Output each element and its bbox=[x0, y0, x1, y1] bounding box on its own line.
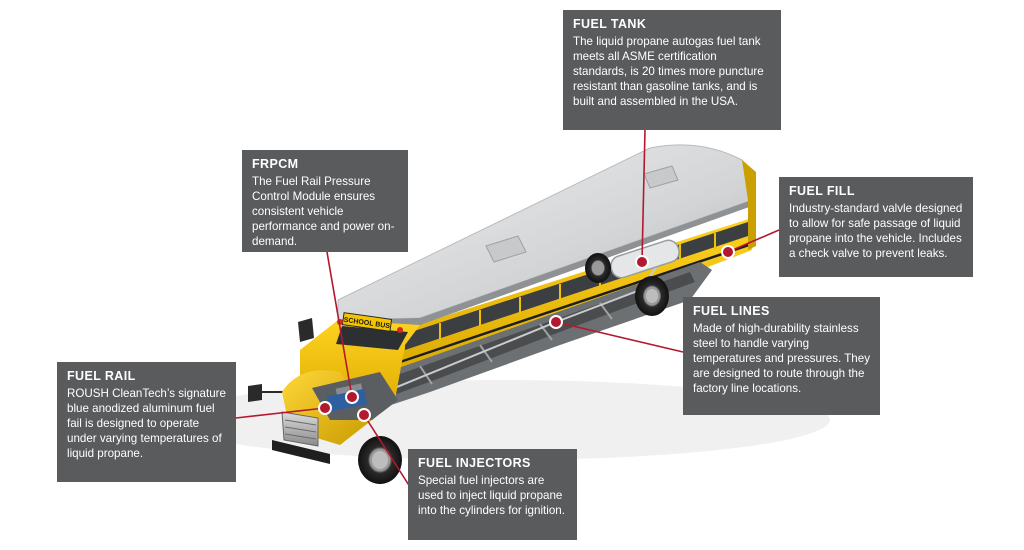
callout-fuel-tank: FUEL TANK The liquid propane autogas fue… bbox=[563, 10, 781, 130]
callout-fuel-fill: FUEL FILL Industry-standard valvle desig… bbox=[779, 177, 973, 277]
callout-title: FUEL TANK bbox=[573, 17, 647, 31]
callout-title: FUEL LINES bbox=[693, 304, 770, 318]
callout-body: Made of high-durability stainless steel … bbox=[693, 322, 871, 395]
roof-hatch-rear bbox=[643, 165, 679, 189]
leader-lines bbox=[235, 129, 780, 491]
leader-line-fuel-lines bbox=[555, 321, 684, 353]
callout-fuel-lines: FUEL LINES Made of high-durability stain… bbox=[683, 297, 880, 415]
marker-dots bbox=[318, 245, 735, 422]
front-bumper bbox=[272, 440, 330, 464]
marker-fuel-rail bbox=[318, 401, 332, 415]
grille-slats bbox=[284, 419, 317, 440]
callout-body: ROUSH CleanTech’s signature blue anodize… bbox=[67, 387, 226, 460]
callout-body: The liquid propane autogas fuel tank mee… bbox=[573, 35, 764, 108]
callout-title: FUEL FILL bbox=[789, 184, 855, 198]
chassis-frame-inner bbox=[360, 272, 695, 402]
crossing-mirror bbox=[248, 384, 262, 402]
fuel-line-tube bbox=[369, 261, 661, 399]
windshield bbox=[336, 326, 408, 350]
bus-rear-end bbox=[742, 160, 756, 250]
callout-body: Special fuel injectors are used to injec… bbox=[418, 474, 565, 517]
side-mirror bbox=[298, 318, 314, 342]
window-pillars bbox=[439, 233, 716, 339]
marker-fuel-fill bbox=[721, 245, 735, 259]
leader-line-fuel-injectors bbox=[363, 414, 413, 491]
rear-wheel bbox=[635, 276, 669, 316]
callout-body: The Fuel Rail Pressure Control Module en… bbox=[252, 175, 395, 248]
callout-title: FUEL RAIL bbox=[67, 369, 136, 383]
marker-fuel-injectors bbox=[357, 408, 371, 422]
callout-fuel-rail: FUEL RAIL ROUSH CleanTech’s signature bl… bbox=[57, 362, 236, 482]
callout-title: FRPCM bbox=[252, 157, 299, 171]
leader-line-fuel-tank bbox=[641, 129, 646, 263]
marker-frpcm bbox=[345, 390, 359, 404]
callout-fuel-injectors: FUEL INJECTORS Special fuel injectors ar… bbox=[408, 449, 577, 540]
roof-hatch-front bbox=[485, 235, 527, 263]
callout-title: FUEL INJECTORS bbox=[418, 456, 531, 470]
warning-light-right bbox=[397, 327, 403, 333]
leader-line-frpcm bbox=[326, 251, 353, 398]
callout-body: Industry-standard valvle designed to all… bbox=[789, 202, 963, 260]
callout-frpcm: FRPCM The Fuel Rail Pressure Control Mod… bbox=[242, 150, 408, 252]
school-bus-sign-plate bbox=[341, 312, 393, 332]
marker-fuel-tank bbox=[635, 255, 649, 269]
leader-line-fuel-fill bbox=[727, 229, 780, 253]
rear-wheel-front bbox=[585, 253, 611, 283]
school-bus-illustration: SCHOOL BUS bbox=[170, 144, 830, 484]
leader-line-fuel-rail bbox=[235, 407, 326, 419]
marker-fuel-lines bbox=[549, 315, 563, 329]
front-wheel bbox=[358, 436, 402, 484]
